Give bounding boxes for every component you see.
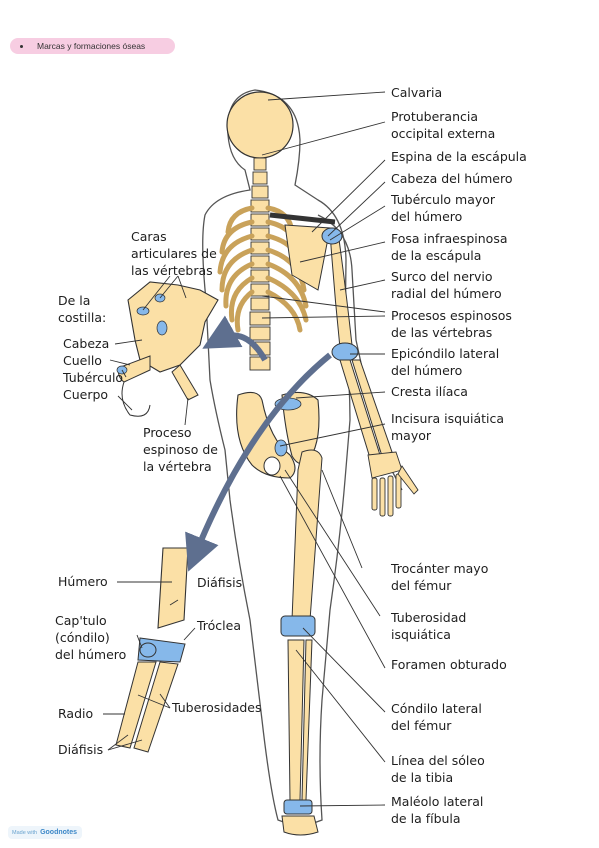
label-epicondilo-1: Epicóndilo lateral <box>391 346 499 361</box>
label-maleolo-2: de la fíbula <box>391 811 461 826</box>
label-procesos-1: Procesos espinosos <box>391 308 512 323</box>
label-condilo-1: Cóndilo lateral <box>391 701 482 716</box>
vertebra-arrow <box>202 315 268 362</box>
section-title-pill: Marcas y formaciones óseas <box>10 38 175 54</box>
articular-face-highlight-1 <box>136 306 150 316</box>
label-linea-2: de la tibia <box>391 770 453 785</box>
sciatic-notch-highlight <box>274 439 288 457</box>
label-protuberancia-2: occipital externa <box>391 126 495 141</box>
label-cresta: Cresta ilíaca <box>391 384 468 399</box>
epicondyle-highlight <box>331 342 359 362</box>
section-title: Marcas y formaciones óseas <box>37 41 146 51</box>
label-incisura-1: Incisura isquiática <box>391 411 504 426</box>
malleolus-highlight <box>283 799 313 815</box>
label-epicondilo-2: del húmero <box>391 363 462 378</box>
label-caras-3: las vértebras <box>131 263 213 278</box>
scapula <box>284 224 331 291</box>
label-linea-1: Línea del sóleo <box>391 753 485 768</box>
femur <box>291 449 323 621</box>
label-proceso-3: la vértebra <box>143 459 212 474</box>
label-cabeza-humero: Cabeza del húmero <box>391 171 513 186</box>
label-humero: Húmero <box>58 574 108 589</box>
leader-lines <box>103 91 386 807</box>
label-caras-1: Caras <box>131 229 167 244</box>
label-cuerpo: Cuerpo <box>63 387 108 402</box>
label-dela-1: De la <box>58 293 90 308</box>
labels: Calvaria Protuberancia occipital externa… <box>55 85 527 826</box>
label-incisura-2: mayor <box>391 428 432 443</box>
label-maleolo-1: Maléolo lateral <box>391 794 483 809</box>
label-protuberancia-1: Protuberancia <box>391 109 478 124</box>
label-caras-2: articulares de <box>131 246 217 261</box>
bullet-icon <box>20 45 23 49</box>
articular-face-highlight-3 <box>156 320 168 336</box>
elbow-arrow <box>185 352 332 572</box>
humeral-head-highlight <box>321 227 343 245</box>
foot <box>281 815 319 836</box>
label-cabeza: Cabeza <box>63 336 109 351</box>
footer-brand: Goodnotes <box>40 829 78 836</box>
label-tuberculo-mayor-2: del húmero <box>391 209 462 224</box>
label-diafisis-top: Diáfisis <box>197 575 242 590</box>
label-foramen: Foramen obturado <box>391 657 507 672</box>
label-capitulo-1: Cap'tulo <box>55 613 107 628</box>
ribcage <box>217 205 309 333</box>
label-surco-2: radial del húmero <box>391 286 502 301</box>
label-condilo-2: del fémur <box>391 718 452 733</box>
vertebra-inset <box>116 281 219 417</box>
label-tuberculo-mayor-1: Tubérculo mayor <box>390 192 496 207</box>
elbow-inset <box>115 547 189 753</box>
footer-prefix: Made with <box>12 830 38 836</box>
label-tuberosidad-1: Tuberosidad <box>390 610 466 625</box>
label-capitulo-2: (cóndilo) <box>55 630 110 645</box>
skull <box>226 91 294 159</box>
label-radio: Radio <box>58 706 93 721</box>
hand <box>367 451 419 517</box>
label-procesos-2: de las vértebras <box>391 325 492 340</box>
label-fosa-1: Fosa infraespinosa <box>391 231 508 246</box>
label-troclea: Tróclea <box>196 618 241 633</box>
label-proceso-1: Proceso <box>143 425 192 440</box>
label-cuello: Cuello <box>63 353 102 368</box>
tibia <box>287 639 305 801</box>
label-surco-1: Surco del nervio <box>391 269 493 284</box>
label-tuberosidades: Tuberosidades <box>171 700 262 715</box>
label-fosa-2: de la escápula <box>391 248 481 263</box>
label-tuberculo: Tubérculo <box>62 370 123 385</box>
label-tuberosidad-2: isquiática <box>391 627 451 642</box>
label-trocanter-2: del fémur <box>391 578 452 593</box>
label-trocanter-1: Trocánter mayo <box>390 561 488 576</box>
label-proceso-2: espinoso de <box>143 442 218 457</box>
label-capitulo-3: del húmero <box>55 647 126 662</box>
spine <box>249 157 271 371</box>
obturator-foramen <box>263 456 281 476</box>
label-dela-2: costilla: <box>58 310 106 325</box>
knee-condyle-highlight <box>280 615 316 637</box>
label-calvaria: Calvaria <box>391 85 442 100</box>
label-espina: Espina de la escápula <box>391 149 527 164</box>
clavicle <box>269 212 336 225</box>
label-diafisis-bottom: Diáfisis <box>58 742 103 757</box>
